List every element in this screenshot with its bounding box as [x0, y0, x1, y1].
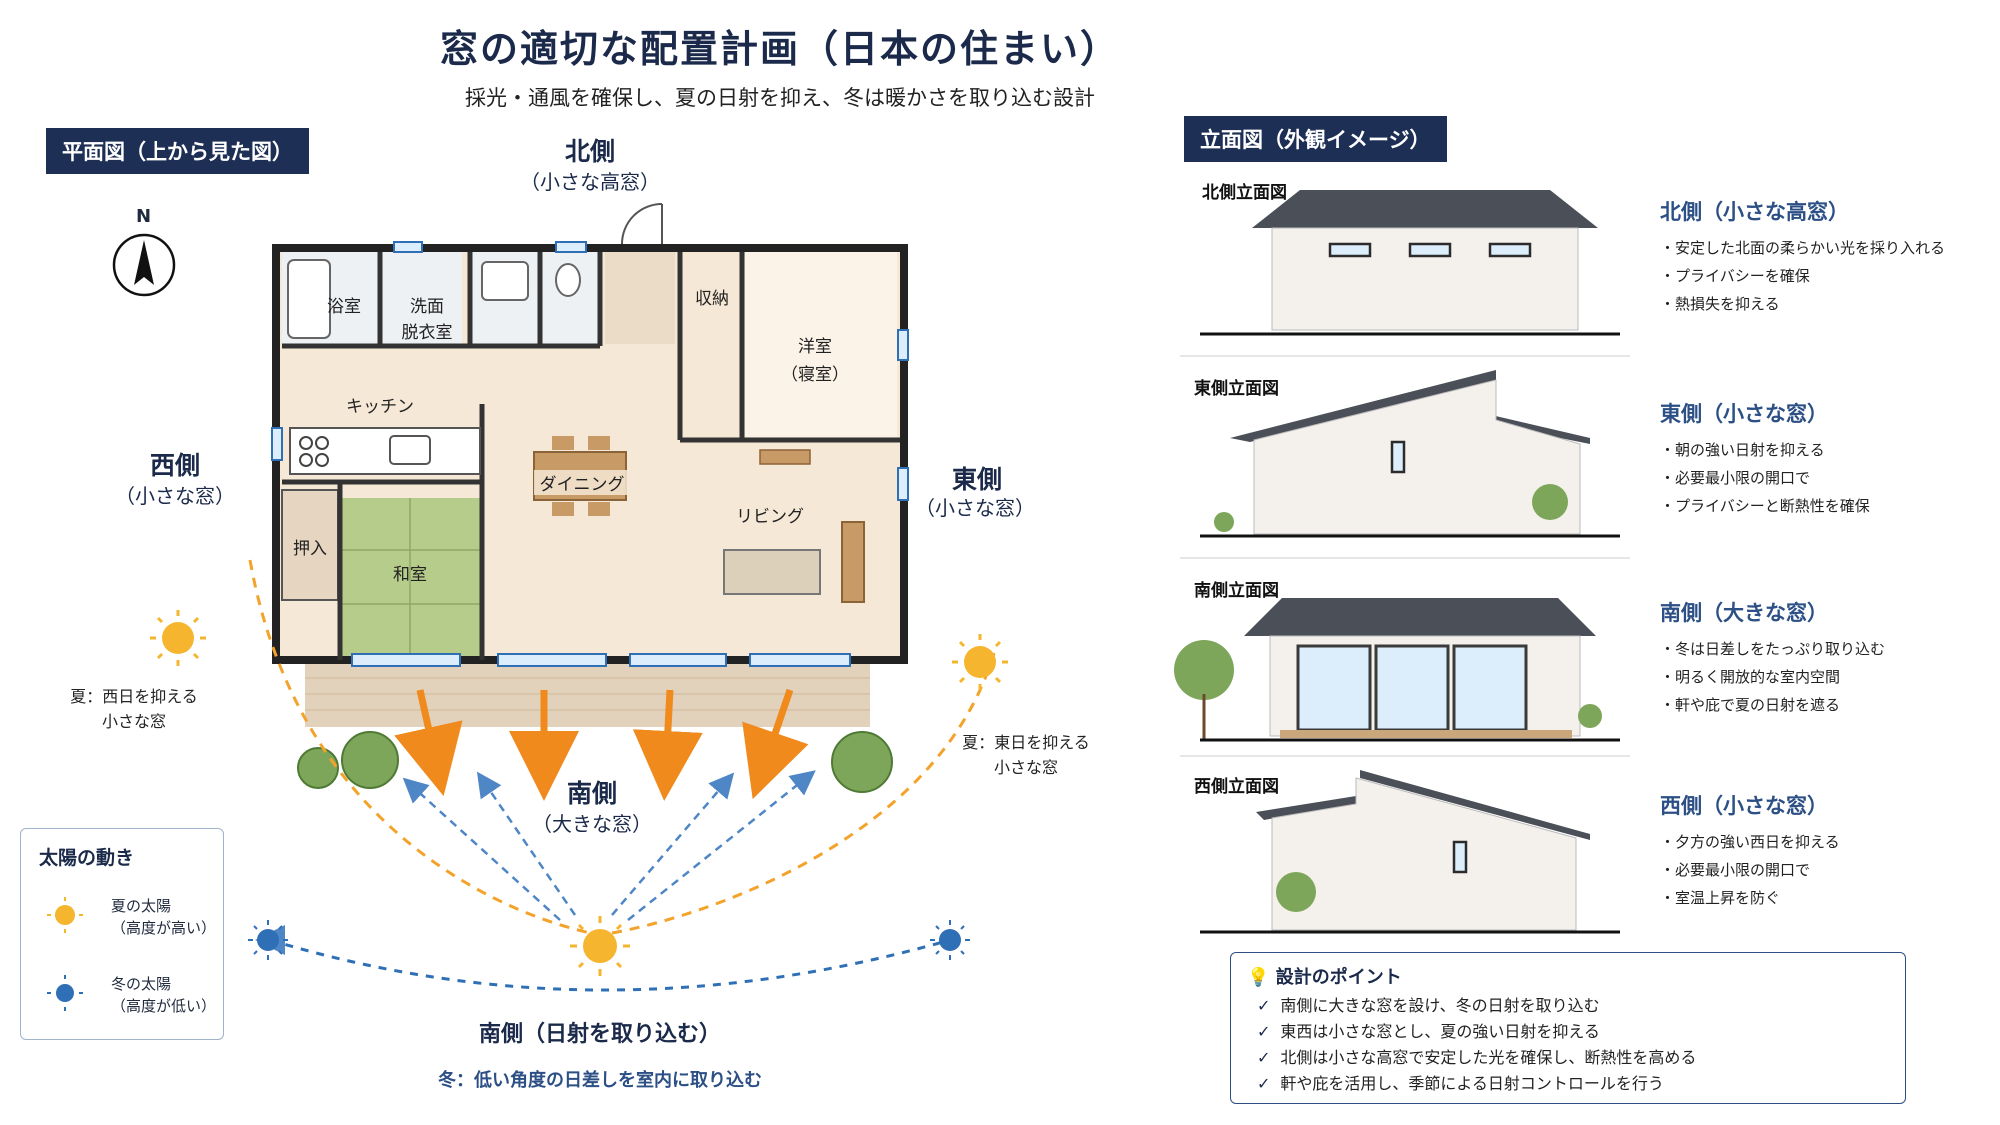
south-bullet-2: 明るく開放的な室内空間 — [1660, 663, 1990, 691]
north-bullet-3: 熱損失を抑える — [1660, 290, 1990, 318]
south-sub-label: （大きな窓） — [532, 812, 652, 836]
room-western-1: 洋室 — [798, 337, 832, 357]
north-bullet-1: 安定した北面の柔らかい光を採り入れる — [1660, 234, 1990, 262]
elevation-head-west: 西側（小さな窓） — [1660, 794, 1828, 818]
summer-sun-arrows — [394, 688, 809, 801]
room-dining: ダイニング — [534, 470, 630, 495]
design-point-item: ✓北側は小さな高窓で安定した光を確保し、断熱性を高める — [1257, 1048, 1697, 1067]
room-western-2: （寝室） — [781, 365, 849, 385]
elevation-desc-south: 南側（大きな窓） 冬は日差しをたっぷり取り込む 明るく開放的な室内空間 軒や庇で… — [1660, 597, 1990, 719]
closet — [281, 489, 339, 601]
elevation-head-north: 北側（小さな高窓） — [1660, 200, 1849, 224]
page-title: 窓の適切な配置計画（日本の住まい） — [439, 27, 1120, 71]
south-elevation — [1174, 598, 1620, 742]
checkmark-icon: ✓ — [1257, 1074, 1271, 1093]
winter-sun-icon — [930, 920, 970, 960]
winter-sun-rays — [402, 770, 816, 921]
elevation-title-east: 東側立面図 — [1194, 379, 1279, 399]
elevation-title-south: 南側立面図 — [1194, 581, 1279, 601]
south-label: 南側 — [566, 779, 617, 808]
elevation-title-north: 北側立面図 — [1202, 183, 1287, 203]
summer-west-note-line1: 夏：西日を抑える — [70, 687, 198, 706]
west-sub-label: （小さな窓） — [115, 484, 235, 508]
west-elevation — [1200, 770, 1620, 934]
tree-icon — [297, 747, 339, 789]
room-living: リビング — [736, 507, 804, 527]
room-washroom-1: 洗面 — [410, 297, 444, 317]
plan-section-label: 平面図（上から見た図） — [46, 128, 309, 174]
entrance — [605, 252, 675, 344]
east-elevation — [1200, 370, 1620, 538]
legend-winter-1: 冬の太陽 — [111, 975, 172, 993]
elevation-head-south: 南側（大きな窓） — [1660, 601, 1828, 625]
summer-west-note: 夏：西日を抑える 小さな窓 — [44, 684, 224, 734]
western-room — [745, 252, 897, 437]
summer-sun-icon — [47, 897, 83, 933]
elevation-section-label: 立面図（外観イメージ） — [1184, 116, 1447, 162]
room-tatami: 和室 — [393, 565, 427, 585]
checkmark-icon: ✓ — [1257, 996, 1271, 1015]
winter-sun-path — [269, 938, 951, 992]
elevation-desc-north: 北側（小さな高窓） 安定した北面の柔らかい光を採り入れる プライバシーを確保 熱… — [1660, 196, 1990, 318]
elevation-drawings — [1174, 190, 1630, 934]
compass-icon — [112, 233, 176, 297]
checkmark-icon: ✓ — [1257, 1048, 1271, 1067]
elevation-title-west: 西側立面図 — [1194, 777, 1279, 797]
summer-west-note-line2: 小さな窓 — [101, 712, 166, 731]
page-subtitle: 採光・通風を確保し、夏の日射を抑え、冬は暖かさを取り込む設計 — [465, 86, 1095, 110]
east-bullet-1: 朝の強い日射を抑える — [1660, 436, 1990, 464]
room-washroom-2: 脱衣室 — [401, 323, 453, 343]
lightbulb-icon: 💡 — [1247, 967, 1270, 988]
design-points-title: 設計のポイント — [1275, 967, 1402, 988]
summer-east-note: 夏：東日を抑える 小さな窓 — [936, 730, 1116, 780]
summer-east-note-line2: 小さな窓 — [993, 758, 1058, 777]
west-bullet-3: 室温上昇を防ぐ — [1660, 884, 1990, 912]
south-bullet-3: 軒や庇で夏の日射を遮る — [1660, 691, 1990, 719]
room-bath: 浴室 — [327, 297, 361, 317]
south-bottom-label: 南側（日射を取り込む） — [478, 1022, 721, 1047]
elevation-head-east: 東側（小さな窓） — [1660, 402, 1828, 426]
tree-icon — [341, 731, 399, 789]
summer-sun-icon — [570, 916, 630, 976]
legend-winter-2: （高度が低い） — [111, 997, 217, 1015]
winter-note: 冬：低い角度の日差しを室内に取り込む — [438, 1070, 762, 1091]
east-bullet-3: プライバシーと断熱性を確保 — [1660, 492, 1990, 520]
east-bullet-2: 必要最小限の開口で — [1660, 464, 1990, 492]
north-sub-label: （小さな高窓） — [520, 170, 660, 194]
summer-sun-icon — [150, 610, 206, 666]
design-points-box: 💡 設計のポイント ✓南側に大きな窓を設け、冬の日射を取り込む ✓東西は小さな窓… — [1230, 952, 1906, 1104]
design-point-item: ✓南側に大きな窓を設け、冬の日射を取り込む — [1257, 996, 1600, 1015]
tree-icon — [831, 731, 893, 793]
room-kitchen: キッチン — [346, 397, 414, 417]
east-label: 東側 — [951, 465, 1002, 494]
floor-plan-diagram — [112, 203, 1008, 992]
design-point-item: ✓東西は小さな窓とし、夏の強い日射を抑える — [1257, 1022, 1600, 1041]
summer-east-note-line1: 夏：東日を抑える — [962, 733, 1090, 752]
design-point-item: ✓軒や庇を活用し、季節による日射コントロールを行う — [1257, 1074, 1664, 1093]
sun-legend: 太陽の動き 夏の太陽 （高度が高い） 冬の太陽 （高度が低い） — [20, 828, 224, 1040]
checkmark-icon: ✓ — [1257, 1022, 1271, 1041]
legend-summer-2: （高度が高い） — [111, 919, 217, 937]
west-bullet-2: 必要最小限の開口で — [1660, 856, 1990, 884]
west-label: 西側 — [149, 451, 200, 480]
east-sub-label: （小さな窓） — [915, 496, 1035, 520]
elevation-desc-west: 西側（小さな窓） 夕方の強い西日を抑える 必要最小限の開口で 室温上昇を防ぐ — [1660, 790, 1990, 912]
south-bullet-1: 冬は日差しをたっぷり取り込む — [1660, 635, 1990, 663]
winter-sun-icon — [248, 920, 288, 960]
compass-letter: N — [136, 206, 152, 227]
legend-title: 太陽の動き — [39, 847, 135, 869]
winter-sun-icon — [47, 975, 83, 1011]
north-bullet-2: プライバシーを確保 — [1660, 262, 1990, 290]
elevation-desc-east: 東側（小さな窓） 朝の強い日射を抑える 必要最小限の開口で プライバシーと断熱性… — [1660, 398, 1990, 520]
room-closet: 押入 — [293, 539, 327, 559]
north-label: 北側 — [564, 137, 615, 166]
north-elevation — [1200, 190, 1620, 336]
room-storage: 収納 — [695, 289, 729, 309]
west-bullet-1: 夕方の強い西日を抑える — [1660, 828, 1990, 856]
legend-summer-1: 夏の太陽 — [111, 897, 172, 915]
summer-sun-icon — [952, 634, 1008, 690]
